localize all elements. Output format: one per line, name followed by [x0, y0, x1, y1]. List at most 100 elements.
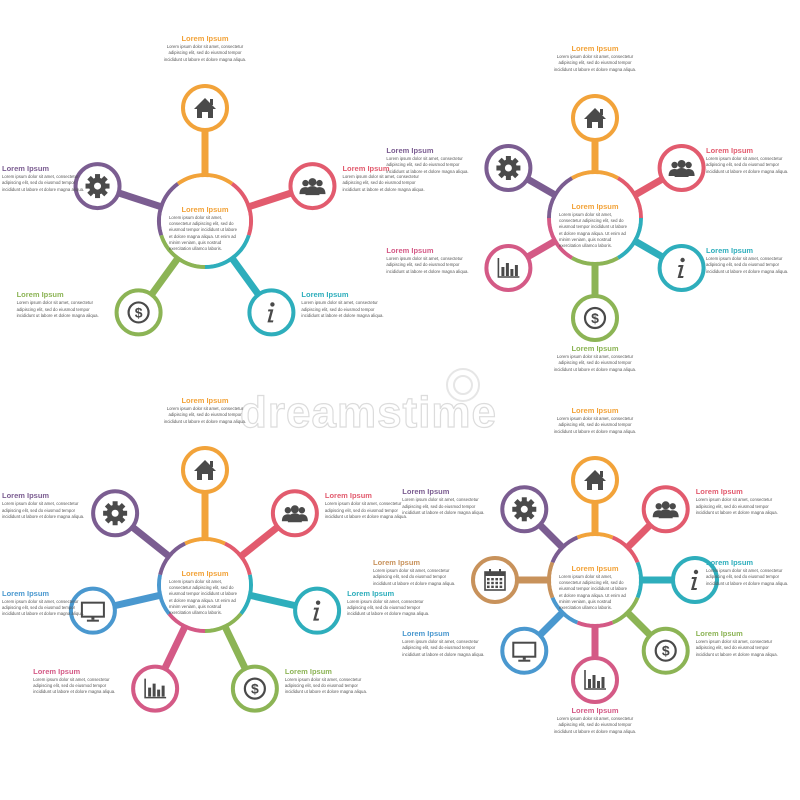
node-connector [244, 591, 300, 610]
info-icon [691, 569, 699, 590]
diagram-five-nodes-a: $ [73, 84, 337, 337]
center-ring-segment [230, 182, 253, 236]
node-label-body: Lorem ipsum dolor sit amet, consectetur … [2, 174, 85, 192]
node-label-title: Lorem Ipsum [695, 487, 743, 497]
node-dollar: $ [641, 626, 690, 675]
node-label-title: Lorem Ipsum [402, 628, 450, 638]
center-ring-segment [576, 532, 614, 540]
node-monitor [500, 626, 549, 675]
node-label-title: Lorem Ipsum [301, 290, 349, 300]
gear-icon [512, 497, 537, 522]
users-icon [299, 178, 326, 196]
center-ring-segment [547, 176, 574, 219]
gear-icon [103, 501, 128, 526]
home-icon [194, 460, 216, 480]
gear-icon [496, 156, 521, 180]
node-info [657, 244, 706, 292]
node-label-body: Lorem ipsum dolor sit amet, consectetur … [706, 156, 789, 174]
node-connector [629, 175, 667, 200]
svg-text:$: $ [251, 681, 259, 697]
node-users [288, 162, 337, 211]
home-icon [194, 98, 216, 118]
center-ring-segment [158, 541, 186, 576]
node-circle [230, 664, 279, 713]
node-connector [161, 621, 190, 673]
node-connector [629, 236, 667, 261]
node-dollar: $ [114, 288, 163, 337]
node-label-title: Lorem Ipsum [16, 290, 64, 300]
node-gear [500, 485, 549, 534]
node-circle [68, 586, 117, 635]
node-connector [114, 189, 167, 211]
node-chart [131, 664, 180, 713]
center-ring-segment [611, 535, 640, 564]
node-chart [571, 656, 619, 704]
node-label-body: Lorem ipsum dolor sit amet, consectetur … [553, 54, 637, 72]
node-circle [500, 626, 549, 675]
center-ring-segment [204, 612, 243, 633]
center-circle [551, 536, 639, 624]
center-ring-segment [239, 574, 253, 615]
info-icon [677, 257, 685, 278]
center-body: Lorem ipsum dolor sit amet, consectetur … [169, 215, 238, 252]
node-gear [484, 144, 533, 192]
node-label-body: Lorem ipsum dolor sit amet, consectetur … [301, 300, 384, 319]
node-label-title: Lorem Ipsum [347, 588, 395, 598]
node-label-title: Lorem Ipsum [2, 588, 50, 598]
center-ring-segment [571, 256, 619, 266]
center-ring-segment [550, 596, 579, 625]
node-label-title: Lorem Ipsum [571, 344, 619, 353]
node-calendar [471, 556, 519, 604]
node-label-body: Lorem ipsum dolor sit amet, consectetur … [324, 501, 408, 520]
center-ring-segment [616, 217, 643, 260]
node-label-body: Lorem ipsum dolor sit amet, consectetur … [163, 406, 247, 424]
node-users [641, 485, 690, 534]
center-ring-segment [159, 234, 206, 269]
node-label-body: Lorem ipsum dolor sit amet, consectetur … [402, 638, 485, 657]
node-label-title: Lorem Ipsum [571, 44, 619, 53]
node-connector [536, 607, 568, 639]
center-ring-segment [635, 561, 643, 599]
center-circle [551, 174, 639, 262]
dollar-icon: $ [654, 639, 677, 662]
node-label-title: Lorem Ipsum [33, 666, 81, 676]
node-label-body: Lorem ipsum dolor sit amet, consectetur … [2, 598, 85, 617]
node-label-title: Lorem Ipsum [324, 491, 372, 501]
node-label-title: Lorem Ipsum [402, 487, 450, 497]
chart-icon [497, 258, 520, 278]
svg-text:$: $ [135, 304, 143, 320]
home-icon [584, 470, 606, 490]
node-label-body: Lorem ipsum dolor sit amet, consectetur … [16, 300, 99, 319]
node-label-title: Lorem Ipsum [706, 558, 754, 567]
watermark-logo-inner-ring [453, 375, 473, 395]
dollar-icon: $ [583, 306, 607, 330]
dollar-icon: $ [127, 301, 150, 324]
node-label-body: Lorem ipsum dolor sit amet, consectetur … [706, 568, 789, 586]
node-info [293, 586, 342, 635]
node-home [571, 456, 619, 504]
node-label-title: Lorem Ipsum [2, 491, 50, 501]
svg-text:$: $ [591, 310, 599, 326]
watermark-text: dreamstime [239, 387, 498, 437]
node-users [270, 489, 319, 538]
node-connector [523, 175, 561, 200]
node-connector [622, 521, 654, 553]
node-connector [220, 621, 249, 673]
